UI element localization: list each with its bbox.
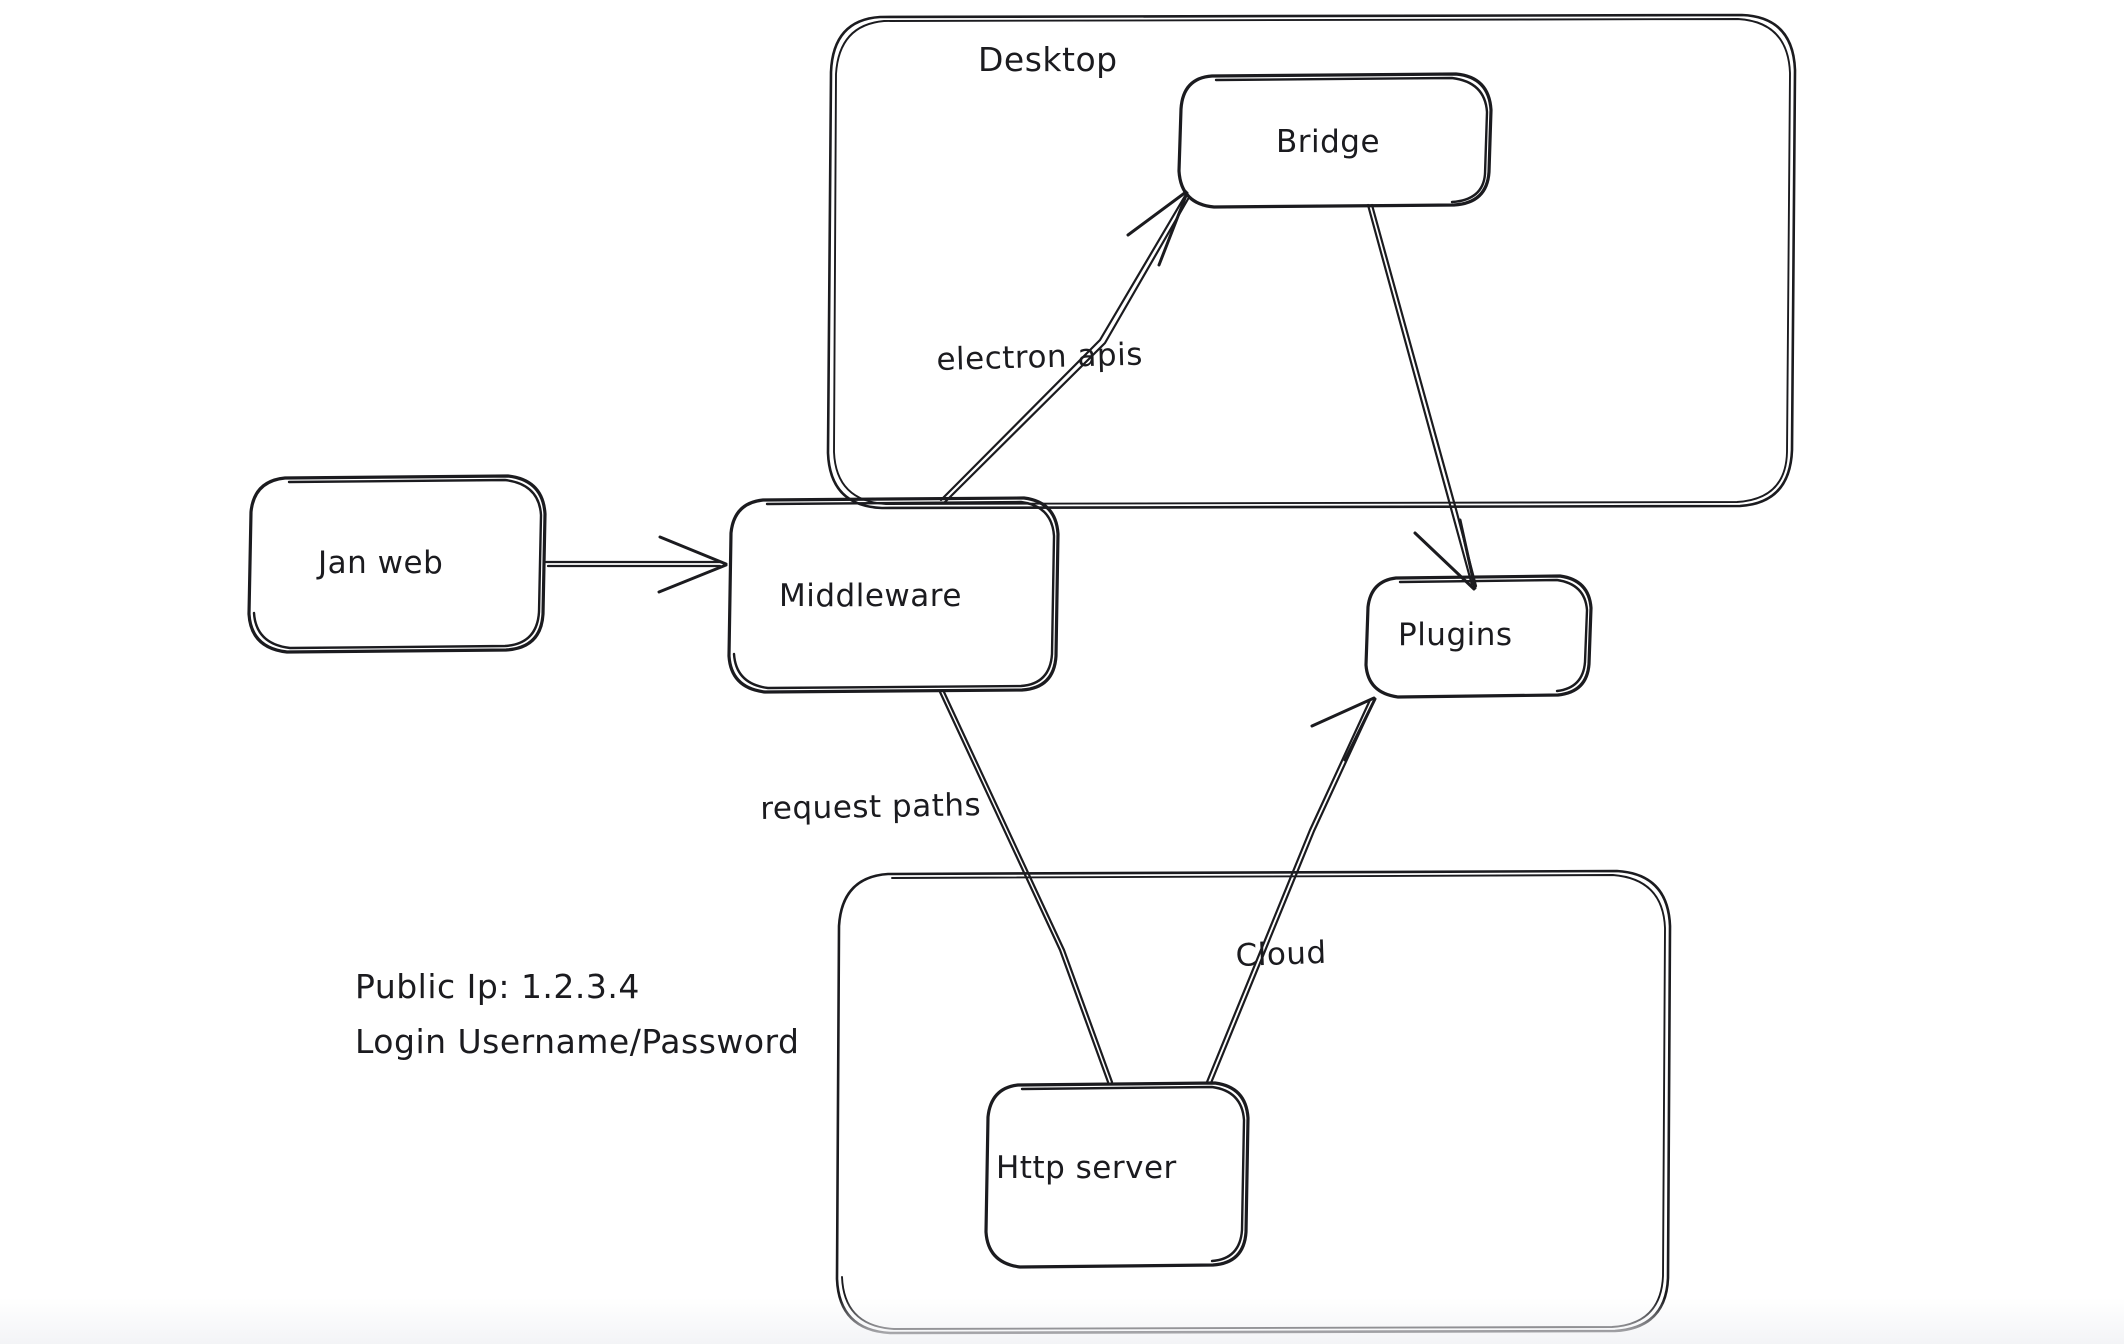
edge-http-server-to-plugins — [1205, 696, 1377, 1085]
edge-label-electron-apis: electron apis — [936, 336, 1144, 378]
edge-bridge-to-plugins — [1366, 203, 1478, 591]
node-label-plugins: Plugins — [1398, 617, 1513, 653]
edge-jan-web-to-middleware — [544, 535, 728, 594]
group-label-cloud: Cloud — [1235, 934, 1328, 974]
note-public-ip: Public Ip: 1.2.3.4 — [355, 967, 640, 1006]
node-label-middleware: Middleware — [779, 578, 962, 614]
group-desktop-frame — [826, 13, 1797, 510]
node-label-jan-web: Jan web — [318, 545, 444, 581]
edge-middleware-to-http-server — [938, 690, 1114, 1084]
node-http-server-frame — [984, 1081, 1250, 1269]
edge-middleware-to-bridge — [939, 190, 1190, 505]
node-plugins-frame — [1364, 574, 1593, 699]
node-label-bridge: Bridge — [1276, 124, 1381, 160]
group-label-desktop: Desktop — [978, 40, 1118, 79]
node-jan-web-frame — [247, 474, 547, 654]
note-login-credentials: Login Username/Password — [355, 1022, 800, 1061]
node-label-http-server: Http server — [996, 1150, 1177, 1186]
edge-label-request-paths: request paths — [760, 787, 982, 827]
node-bridge-frame — [1177, 72, 1493, 209]
node-middleware-frame — [727, 496, 1060, 694]
